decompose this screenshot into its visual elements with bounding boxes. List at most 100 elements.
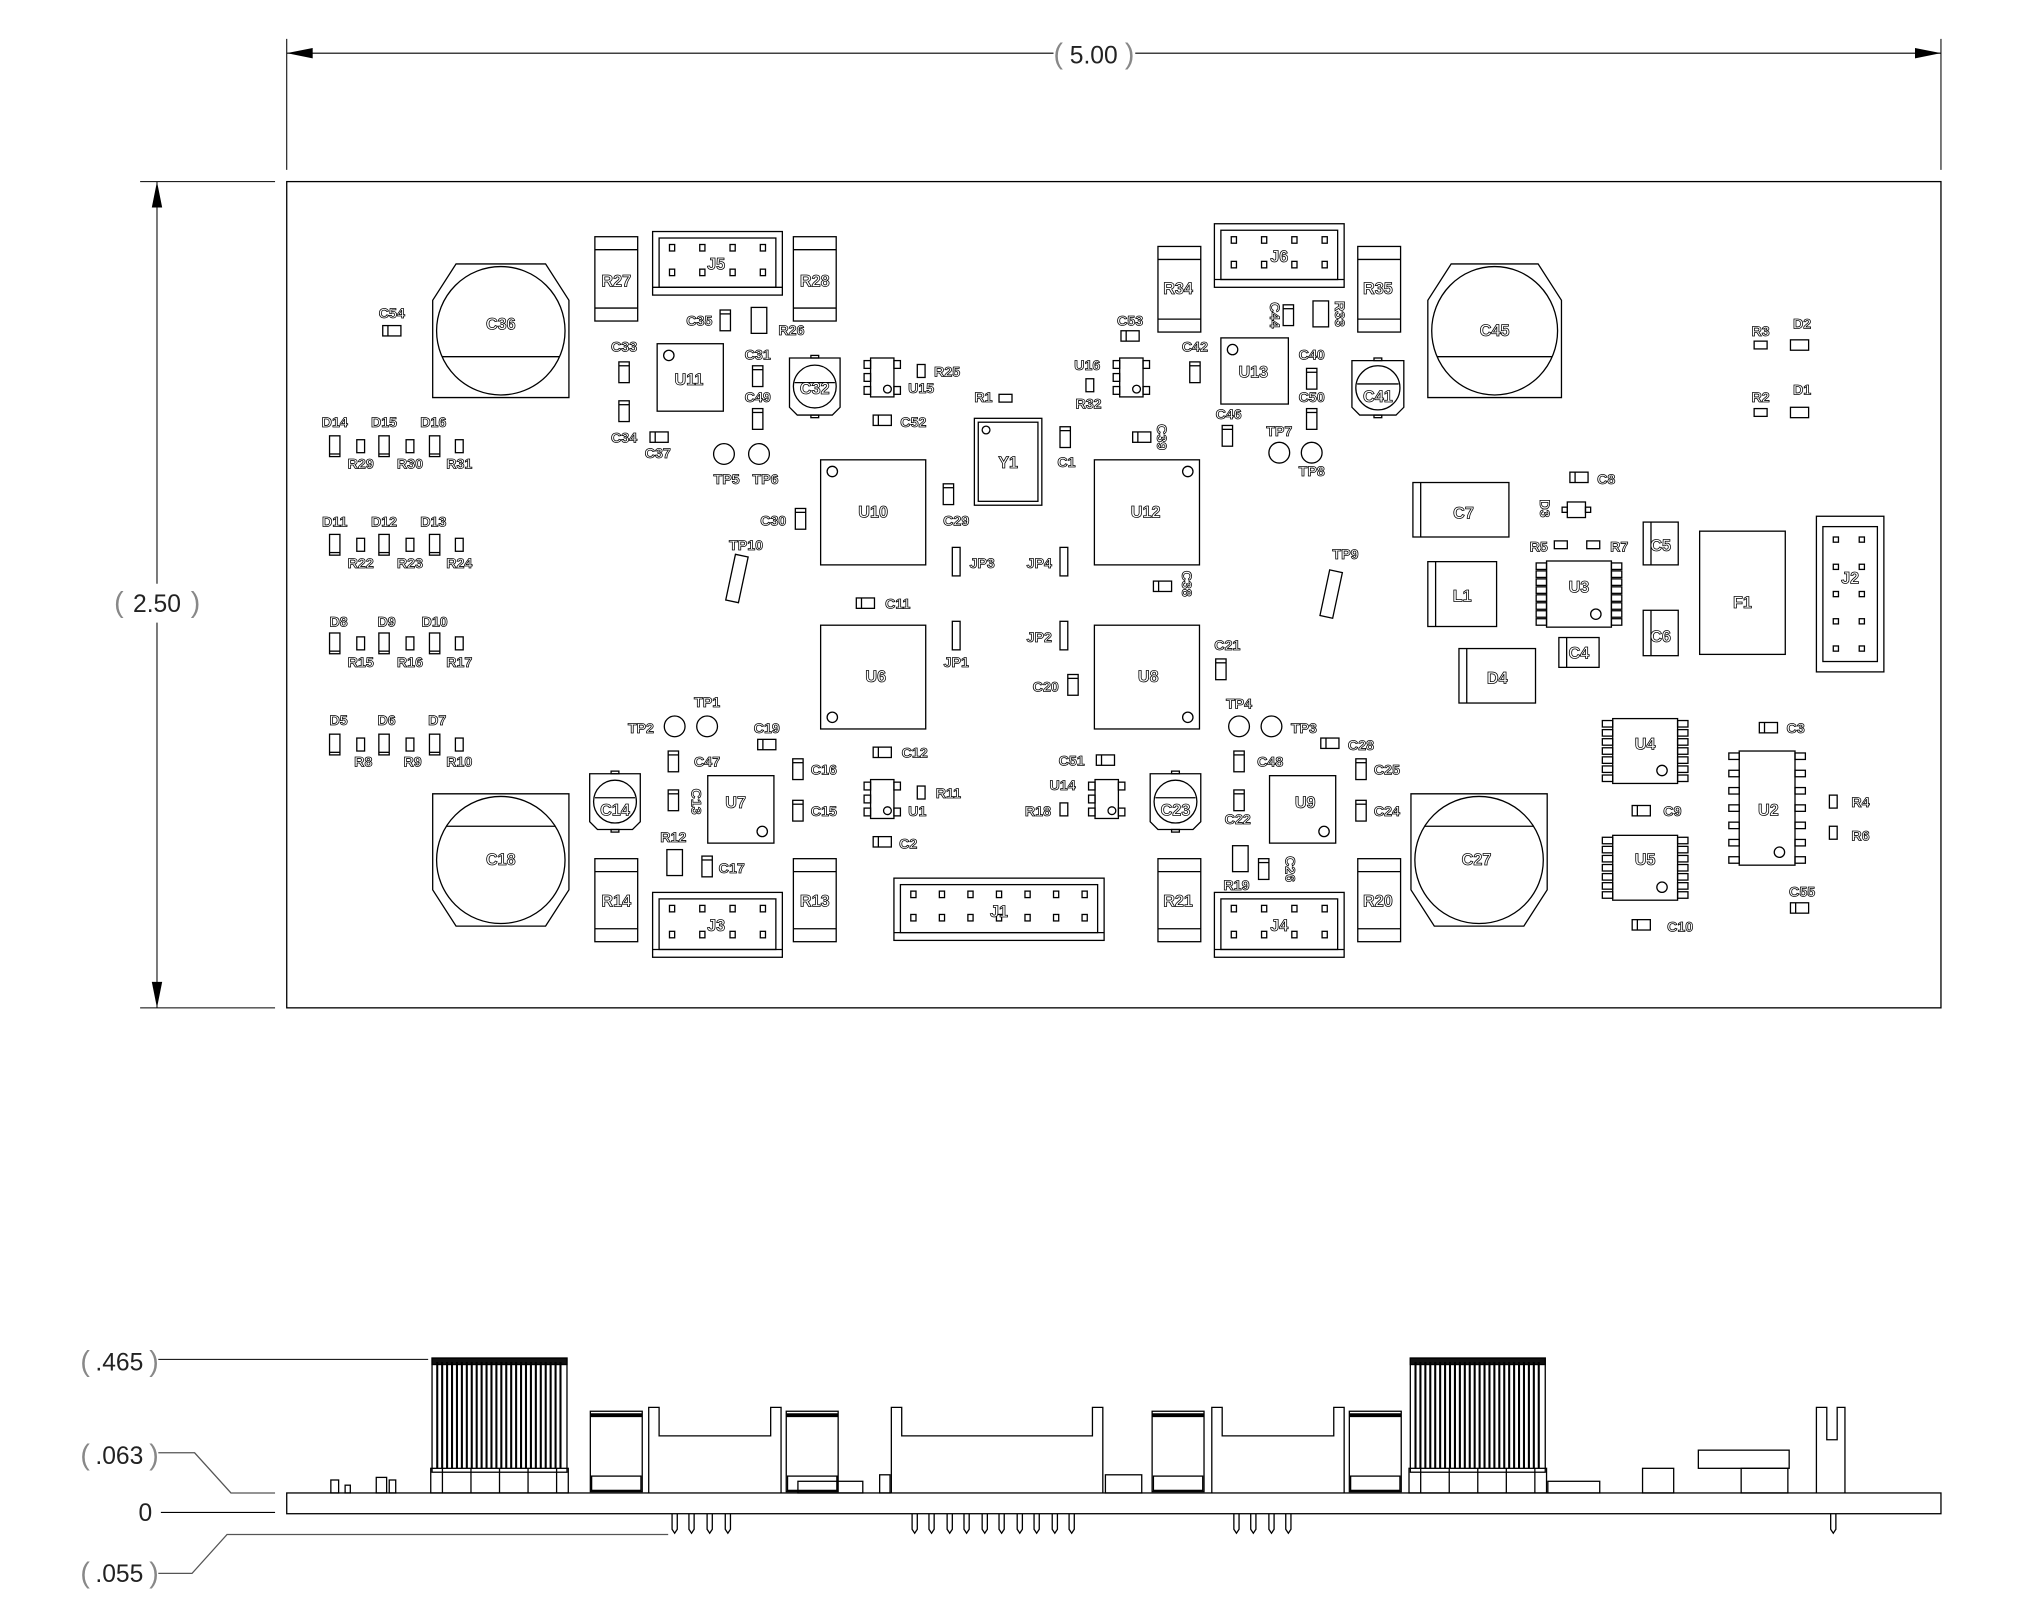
- component-c17: C17: [701, 855, 745, 878]
- component-label: C20: [1033, 679, 1059, 695]
- component-label: C45: [1480, 322, 1510, 340]
- component-c10: C10: [1631, 918, 1694, 936]
- side-height-055: .055: [95, 1561, 143, 1588]
- component-r5: R5: [1529, 539, 1568, 556]
- component-label: C42: [1182, 340, 1208, 356]
- component-c50: C50: [1298, 390, 1325, 430]
- component-label: C25: [1374, 762, 1400, 778]
- component-label: TP1: [694, 695, 720, 711]
- component-r8: R8: [354, 737, 373, 771]
- component-label: TP10: [729, 538, 763, 554]
- component-label: C15: [811, 804, 837, 820]
- side-smd-part: [797, 1480, 864, 1494]
- component-c30: C30: [760, 507, 807, 530]
- component-j5: J5: [651, 230, 784, 296]
- component-c6: C6: [1642, 609, 1679, 657]
- height-dimension: ( ) 2.50: [114, 181, 276, 1009]
- side-resistor: [589, 1410, 643, 1493]
- component-u14: U14: [1049, 778, 1126, 820]
- component-d2: D2: [1789, 316, 1812, 351]
- component-c34: C34: [611, 400, 638, 447]
- component-d5: D5: [328, 713, 348, 756]
- component-label: L1: [1453, 588, 1472, 606]
- component-label: C40: [1299, 347, 1325, 363]
- component-label: C52: [900, 415, 926, 431]
- component-j2: J2: [1815, 515, 1885, 673]
- component-u15: U15: [863, 357, 935, 398]
- component-r9: R9: [403, 737, 422, 771]
- side-pin: [1830, 1513, 1837, 1535]
- component-label: R20: [1363, 892, 1393, 910]
- component-label: D5: [330, 713, 348, 729]
- width-dimension-value: 5.00: [1070, 42, 1118, 69]
- component-label: C26: [1282, 856, 1298, 882]
- component-label: R19: [1223, 878, 1249, 894]
- component-j1: J1: [893, 877, 1105, 942]
- component-label: C35: [686, 314, 712, 330]
- side-pin: [1016, 1513, 1024, 1535]
- component-label: R8: [354, 755, 372, 771]
- component-u3: U3: [1535, 560, 1623, 628]
- component-label: R21: [1163, 892, 1193, 910]
- component-label: U11: [675, 371, 704, 389]
- component-r34: R34: [1157, 245, 1202, 333]
- component-c38: C38: [1152, 570, 1194, 597]
- component-r17: R17: [446, 636, 473, 671]
- component-d7: D7: [428, 713, 447, 756]
- side-pin: [1250, 1513, 1257, 1535]
- component-label: U3: [1569, 579, 1590, 597]
- component-d14: D14: [321, 414, 348, 458]
- component-j6: J6: [1213, 223, 1345, 288]
- component-jp2: JP2: [1026, 620, 1069, 651]
- component-label: R28: [800, 272, 830, 290]
- component-label: U15: [908, 381, 934, 397]
- component-label: C49: [745, 390, 771, 406]
- component-c45: C45: [1427, 263, 1563, 399]
- component-d1: D1: [1789, 382, 1812, 419]
- component-r27: R27: [594, 236, 639, 322]
- component-label: TP4: [1226, 696, 1252, 712]
- side-dimension-labels: () .465 () .063 0 () .055: [80, 1346, 669, 1589]
- component-label: D9: [378, 615, 396, 631]
- component-r26: R26: [750, 306, 805, 339]
- side-pin: [671, 1513, 678, 1535]
- component-label: C37: [645, 446, 671, 462]
- component-u1: U1: [863, 778, 927, 820]
- component-c49: C49: [744, 390, 771, 430]
- component-label: JP3: [969, 556, 994, 572]
- component-r31: R31: [446, 439, 473, 473]
- component-c28: C28: [1320, 737, 1375, 754]
- component-r11: R11: [916, 785, 962, 802]
- component-c19: C19: [753, 721, 780, 751]
- component-label: C9: [1663, 804, 1681, 820]
- component-label: C51: [1059, 753, 1085, 769]
- component-c42: C42: [1181, 339, 1208, 384]
- svg-text:(: (: [80, 1557, 90, 1589]
- side-pin: [911, 1513, 918, 1535]
- component-label: TP8: [1299, 464, 1325, 480]
- component-l1: L1: [1427, 560, 1498, 628]
- component-f1: F1: [1698, 530, 1786, 656]
- side-connector-profile: [648, 1406, 782, 1493]
- side-connector-profile: [890, 1406, 1104, 1493]
- component-tp5: TP5: [712, 442, 740, 488]
- board-side-profile: [286, 1492, 1942, 1515]
- component-label: J3: [707, 917, 725, 935]
- component-label: C14: [600, 802, 630, 820]
- component-r28: R28: [792, 236, 837, 322]
- component-c41: C41: [1351, 357, 1405, 419]
- component-label: U9: [1295, 794, 1316, 812]
- svg-text:(: (: [1054, 38, 1064, 70]
- component-label: C12: [902, 746, 928, 762]
- component-c32: C32: [788, 354, 841, 419]
- side-pin: [998, 1513, 1005, 1535]
- component-label: C48: [1257, 755, 1283, 771]
- side-pin: [706, 1513, 713, 1535]
- component-c47: C47: [667, 750, 721, 773]
- component-label: R1: [974, 390, 992, 406]
- component-label: R15: [348, 655, 374, 671]
- component-tp6: TP6: [747, 442, 779, 488]
- component-c18: C18: [432, 793, 570, 927]
- component-c11: C11: [855, 596, 911, 613]
- component-c2: C2: [872, 835, 918, 853]
